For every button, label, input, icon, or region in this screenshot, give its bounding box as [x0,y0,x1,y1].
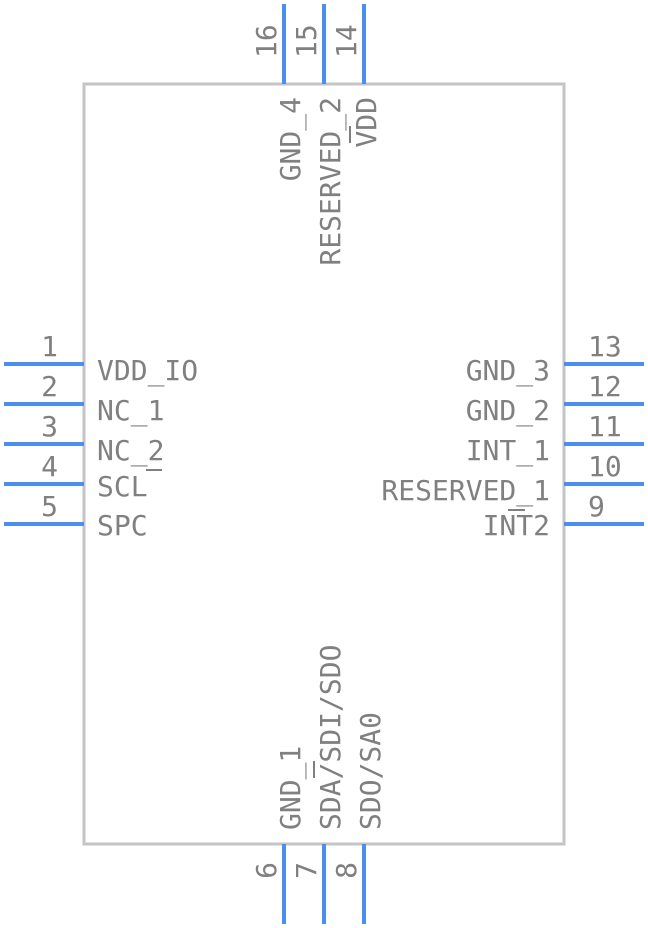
pin-9-number: 9 [588,490,605,523]
pin-4-label: SCL [97,470,148,503]
pin-6-number: 6 [250,862,283,879]
pin-2-label: NC_1 [97,394,164,428]
pin-14-number: 14 [330,24,363,58]
pin-3-number: 3 [41,410,58,443]
pin-3-label: NC_2 [97,434,164,468]
pin-16-number: 16 [250,24,283,58]
pin-1-label: VDD_IO [97,354,198,388]
pin-4-number: 4 [41,450,58,483]
pin-16-label: GND_4 [274,97,308,181]
pin-2-number: 2 [41,370,58,403]
pin-13-label: GND_3 [466,354,550,388]
pin-13-number: 13 [588,330,622,363]
left-pins: 1 2 3 4 5 VDD_IO NC_1 NC_2 SCL SPC [4,330,198,542]
pin-15-number: 15 [290,24,323,58]
component-body [82,82,566,846]
pin-9-label: INT2 [483,509,550,542]
pin-15-label: RESERVED_2 [314,97,348,266]
pin-7-number: 7 [290,862,323,879]
pin-10-label: RESERVED_1 [381,474,550,508]
pin-5-number: 5 [41,490,58,523]
pin-11-label: INT_1 [466,434,550,468]
pin-12-label: GND_2 [466,394,550,428]
pin-14-label: VDD [350,97,383,148]
pin-5-label: SPC [97,509,148,542]
pin-8-number: 8 [330,862,363,879]
pin-1-number: 1 [41,330,58,363]
pin-7-label: SDA/SDI/SDO [314,645,347,830]
pin-6-label: GND_1 [274,746,308,830]
top-pins: 16 15 14 GND_4 RESERVED_2 VDD [250,4,383,266]
bottom-pins: 6 7 8 GND_1 SDA/SDI/SDO SDO/SA0 [250,645,387,924]
pin-11-number: 11 [588,410,622,443]
pin-12-number: 12 [588,370,622,403]
pin-8-label: SDO/SA0 [354,712,387,830]
right-pins: 13 12 11 10 9 GND_3 GND_2 INT_1 RESERVED… [381,330,644,542]
pin-10-number: 10 [588,450,622,483]
